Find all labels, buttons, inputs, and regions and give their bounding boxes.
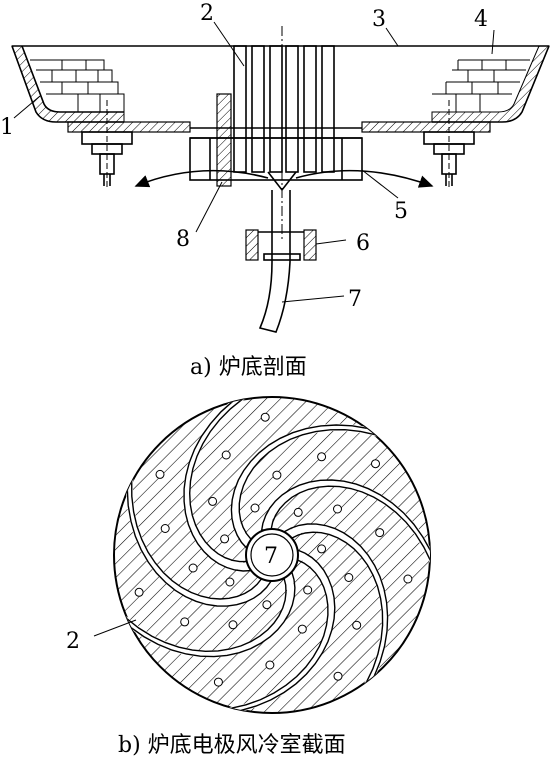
furnace-section-view: 1 2 3 4 5 6 7 8 a) 炉底剖面	[0, 1, 550, 380]
label-2b: 2	[66, 629, 80, 654]
vent-hole	[188, 563, 198, 573]
electrode-cone	[267, 171, 297, 192]
spiral-channel-edge	[260, 479, 430, 568]
spiral-channel-edge	[183, 397, 252, 572]
vent-hole	[265, 660, 275, 670]
spiral-channel-edge	[188, 397, 258, 563]
vent-hole	[155, 469, 165, 479]
airflow-arrow-left	[134, 169, 269, 188]
spiral-channel-edge	[117, 571, 296, 658]
vent-hole	[213, 677, 223, 687]
label-2: 2	[200, 1, 214, 26]
vent-hole	[180, 617, 190, 627]
cooling-chamber-cross-section: 7 2 b) 炉底电极风冷室截面	[66, 396, 431, 758]
vent-hole	[228, 620, 238, 630]
brick-lining-right	[432, 59, 530, 112]
vent-hole	[293, 507, 303, 517]
caption-a: a) 炉底剖面	[190, 355, 307, 380]
spiral-channel-edge	[222, 549, 336, 713]
vent-hole	[260, 412, 270, 422]
center-label: 7	[264, 544, 278, 569]
center-electrode-inner	[250, 533, 294, 577]
spiral-channel-edge	[126, 471, 272, 607]
vent-hole	[221, 450, 231, 460]
label-3: 3	[372, 7, 386, 32]
spiral-channel-edge	[213, 559, 329, 712]
brick-lining-left	[30, 59, 125, 112]
label-8: 8	[176, 227, 190, 252]
bolt-left	[81, 100, 133, 190]
air-inlet-pipe	[245, 190, 317, 262]
vent-holes	[134, 412, 413, 687]
vent-hole	[303, 585, 313, 595]
vent-hole	[317, 452, 327, 462]
vent-hole	[352, 620, 362, 630]
spiral-channel-gap	[286, 524, 389, 697]
airflow-arrow-right	[295, 169, 434, 188]
bottom-plate-left	[67, 121, 191, 133]
spiral-channel-gap	[217, 551, 335, 713]
vent-hole	[272, 470, 282, 480]
electrode-bundle	[233, 26, 335, 240]
flexible-hose	[258, 261, 291, 333]
spiral-channel-edge	[270, 485, 430, 578]
vent-hole	[134, 587, 144, 597]
vent-hole	[371, 459, 380, 469]
spiral-channel-edge	[291, 531, 384, 698]
spiral-channel-edge	[114, 577, 287, 653]
leader-2b	[93, 619, 137, 637]
label-7: 7	[348, 287, 362, 312]
label-4: 4	[474, 7, 488, 32]
spiral-channel-edge	[130, 463, 263, 600]
vent-hole	[375, 528, 385, 538]
shell-right-wall	[431, 45, 550, 123]
spiral-channel-gap	[262, 479, 430, 574]
vent-hole	[317, 544, 327, 554]
spiral-channel-gap	[231, 423, 390, 546]
bottom-plate-right	[361, 121, 491, 133]
vent-hole	[333, 671, 343, 681]
vent-hole	[403, 574, 413, 584]
vent-hole	[333, 504, 342, 514]
label-5: 5	[394, 199, 408, 224]
spiral-channel-gap	[114, 574, 295, 658]
caption-b: b) 炉底电极风冷室截面	[118, 733, 346, 758]
vent-hole	[220, 534, 230, 544]
insulation-plate	[216, 93, 232, 187]
bolt-right	[423, 100, 475, 190]
spiral-channels	[114, 397, 430, 713]
leader-lines-a	[13, 21, 495, 303]
vent-hole	[297, 624, 307, 634]
vent-hole	[225, 577, 235, 587]
vent-hole	[208, 496, 218, 506]
label-1: 1	[0, 115, 14, 140]
vent-hole	[160, 524, 170, 533]
spiral-channel-gap	[125, 467, 269, 607]
vent-hole	[262, 600, 272, 610]
spiral-channel-gap	[183, 397, 255, 570]
vent-hole	[344, 573, 354, 582]
spiral-channel-edge	[238, 428, 393, 540]
vent-hole	[250, 503, 260, 513]
spiral-channel-edge	[283, 523, 389, 693]
spiral-channel-edge	[230, 424, 386, 549]
label-6: 6	[356, 231, 370, 256]
air-cooling-chamber	[189, 137, 363, 181]
